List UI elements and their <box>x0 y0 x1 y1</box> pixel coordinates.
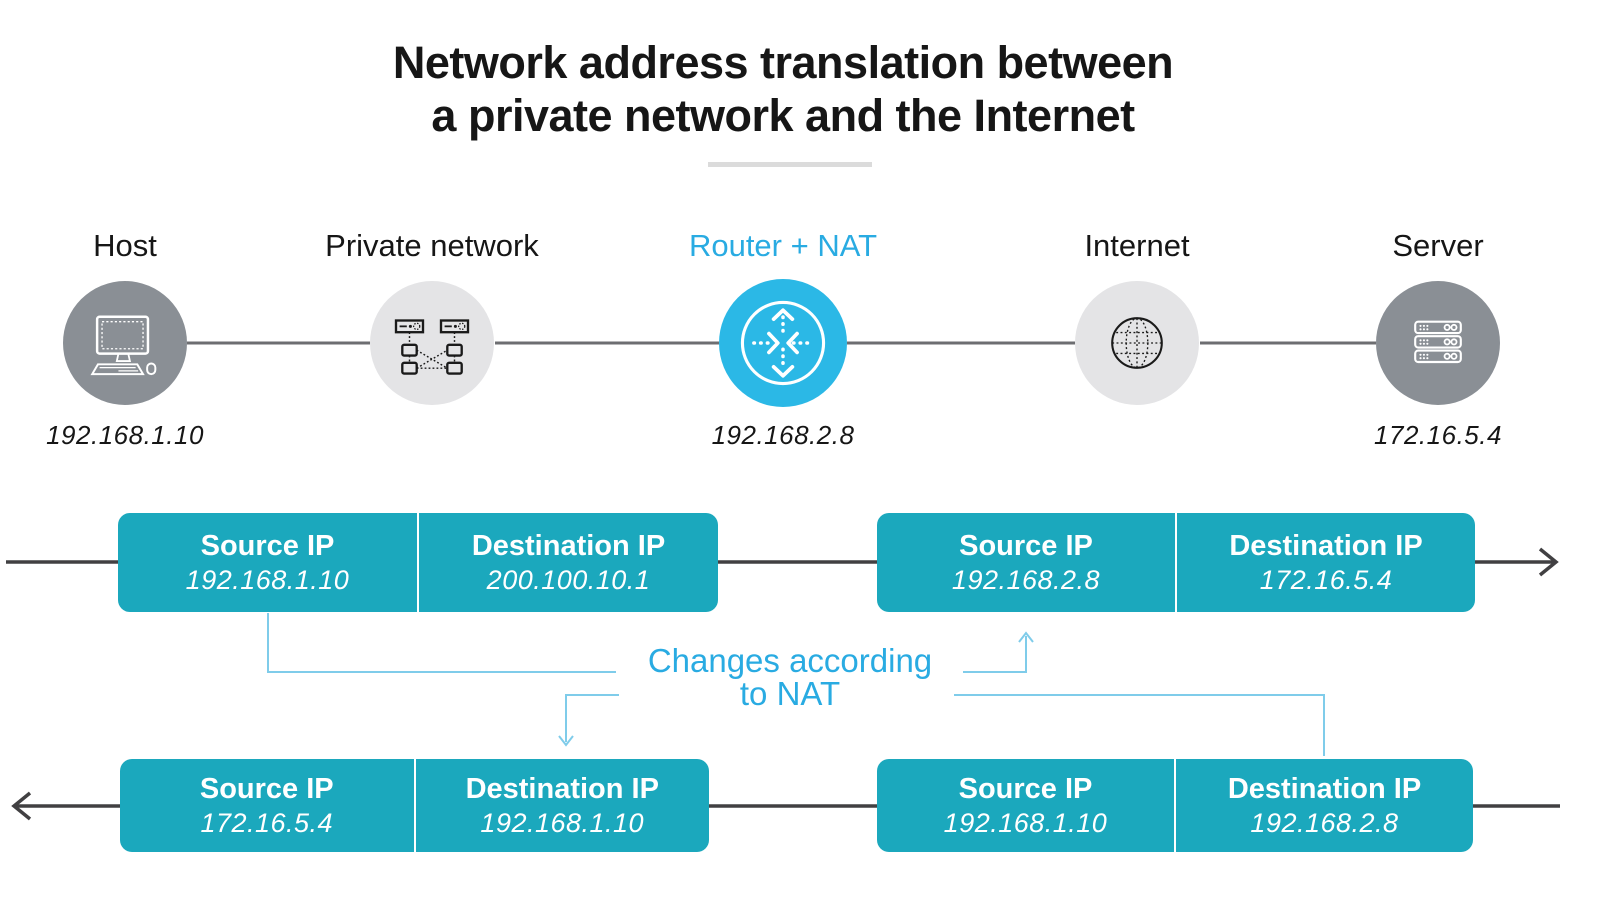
router-ip: 192.168.2.8 <box>711 420 855 450</box>
server-icon <box>1414 320 1462 364</box>
page-title: Network address translation between a pr… <box>0 36 1566 142</box>
source-ip-value: 192.168.2.8 <box>951 565 1101 595</box>
source-ip-label: Source IP <box>959 530 1093 562</box>
source-ip-value: 192.168.1.10 <box>943 808 1108 838</box>
title-line-2: a private network and the Internet <box>431 90 1135 141</box>
server-node <box>1376 281 1500 405</box>
right-arrowhead-icon <box>1538 547 1559 577</box>
destination-ip-label: Destination IP <box>1229 530 1423 562</box>
left-arrowhead-icon <box>11 791 32 821</box>
node-label-host: Host <box>93 228 157 263</box>
packet-source-cell: Source IP 192.168.1.10 <box>118 513 417 612</box>
packet-inbound-after-nat: Source IP 172.16.5.4 Destination IP 192.… <box>120 759 709 852</box>
node-label-private-network: Private network <box>325 228 539 263</box>
source-ip-value: 172.16.5.4 <box>200 808 334 838</box>
node-label-router-nat: Router + NAT <box>688 228 878 263</box>
source-ip-value: 192.168.1.10 <box>185 565 350 595</box>
source-ip-label: Source IP <box>199 773 334 805</box>
router-nat-node <box>719 279 847 407</box>
nat-change-annotation: Changes according to NAT <box>540 644 1040 710</box>
destination-ip-label: Destination IP <box>1227 773 1422 805</box>
packet-destination-cell: Destination IP 192.168.2.8 <box>1176 759 1473 852</box>
packet-divider <box>1174 759 1176 852</box>
up-arrowhead-icon <box>1018 631 1034 643</box>
annotation-line-2: to NAT <box>739 675 841 712</box>
destination-ip-value: 192.168.1.10 <box>480 808 645 838</box>
host-node <box>63 281 187 405</box>
packet-source-cell: Source IP 192.168.1.10 <box>877 759 1174 852</box>
internet-node <box>1075 281 1199 405</box>
server-ip: 172.16.5.4 <box>1374 420 1502 450</box>
destination-ip-value: 172.16.5.4 <box>1259 565 1393 595</box>
packet-inbound-before-nat: Source IP 192.168.1.10 Destination IP 19… <box>877 759 1473 852</box>
node-label-server: Server <box>1392 228 1484 263</box>
packet-destination-cell: Destination IP 200.100.10.1 <box>419 513 718 612</box>
packet-divider <box>413 759 416 852</box>
title-line-1: Network address translation between <box>392 37 1174 88</box>
network-icon <box>394 319 470 375</box>
router-icon <box>740 300 826 386</box>
down-arrowhead-icon <box>558 735 574 747</box>
destination-ip-label: Destination IP <box>465 773 659 805</box>
packet-divider <box>1175 513 1177 612</box>
destination-ip-value: 200.100.10.1 <box>486 565 651 595</box>
host-ip: 192.168.1.10 <box>46 420 204 450</box>
destination-ip-value: 192.168.2.8 <box>1250 808 1399 838</box>
packet-source-cell: Source IP 192.168.2.8 <box>877 513 1175 612</box>
packet-divider <box>417 513 419 612</box>
title-divider <box>708 162 872 167</box>
destination-ip-label: Destination IP <box>471 530 666 562</box>
packet-destination-cell: Destination IP 172.16.5.4 <box>1177 513 1475 612</box>
annotation-line-1: Changes according <box>647 642 933 679</box>
packet-outbound-before-nat: Source IP 192.168.1.10 Destination IP 20… <box>118 513 718 612</box>
node-label-internet: Internet <box>1084 228 1190 263</box>
private-network-node <box>370 281 494 405</box>
computer-icon <box>90 315 157 376</box>
source-ip-label: Source IP <box>200 530 335 562</box>
globe-icon <box>1111 317 1163 369</box>
packet-outbound-after-nat: Source IP 192.168.2.8 Destination IP 172… <box>877 513 1475 612</box>
packet-destination-cell: Destination IP 192.168.1.10 <box>416 759 710 852</box>
packet-source-cell: Source IP 172.16.5.4 <box>120 759 414 852</box>
source-ip-label: Source IP <box>958 773 1093 805</box>
